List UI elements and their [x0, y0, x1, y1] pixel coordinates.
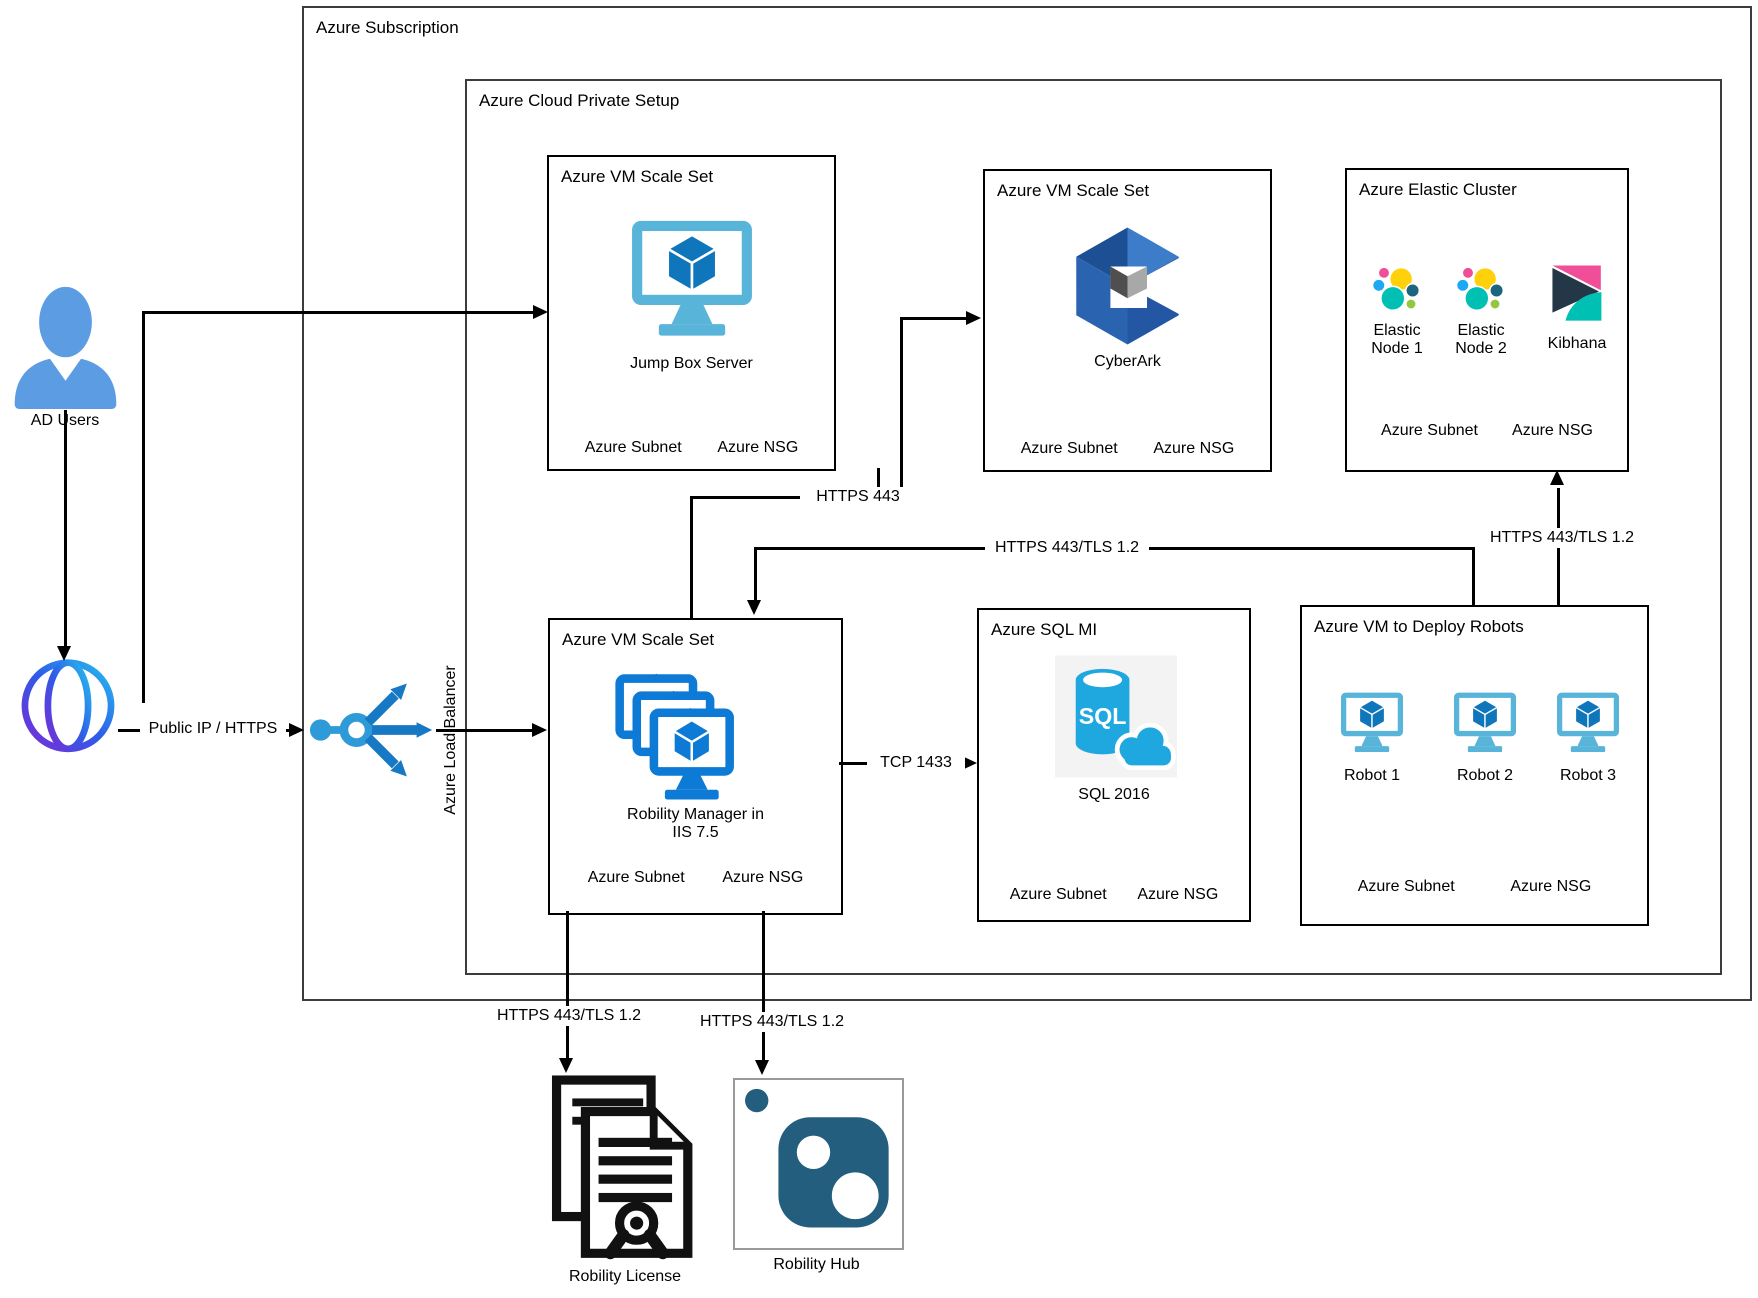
elastic-node2-label: Elastic Node 2: [1455, 322, 1507, 358]
robots-vm-box: Azure VM to Deploy Robots: [1300, 605, 1649, 926]
internet-globe-icon: [21, 659, 115, 753]
connector-robility-cyberark-h1: [690, 496, 903, 499]
jumpbox-subnet-label: Azure Subnet: [584, 439, 682, 456]
connector-robility-cyberark-v2: [900, 318, 903, 499]
robot1-vm-icon: [1340, 692, 1404, 753]
elastic-box-title: Azure Elastic Cluster: [1359, 180, 1517, 199]
elastic-subnet-label: Azure Subnet: [1381, 422, 1478, 439]
jumpbox-nsg-label: Azure NSG: [717, 439, 799, 456]
elastic-node2-icon: [1455, 266, 1505, 312]
sqlmi-box-title: Azure SQL MI: [991, 620, 1098, 639]
https-tls-mid-label: HTTPS 443/TLS 1.2: [985, 538, 1149, 558]
connector-users-jumpbox-horizontal: [142, 311, 538, 314]
robility-manager-label: Robility Manager in IIS 7.5: [627, 806, 764, 842]
cyberark-label: CyberArk: [1094, 353, 1161, 370]
robility-manager-vm-scale-set-box: Azure VM Scale Set Robility Manager in I…: [548, 618, 843, 915]
connector-lb-robility: [436, 729, 536, 732]
cyberark-box-title: Azure VM Scale Set: [997, 181, 1150, 200]
arrowhead-into-elastic: [1550, 470, 1564, 485]
connector-adusers-globe: [64, 410, 67, 646]
cyberark-vm-scale-set-box: Azure VM Scale Set CyberArk Azure Subnet…: [983, 169, 1272, 472]
robility-hub-frame: [733, 1078, 904, 1250]
sql-database-icon: SQL: [1055, 655, 1177, 778]
robility-subnet-label: Azure Subnet: [587, 869, 685, 886]
robility-license-label: Robility License: [568, 1268, 682, 1285]
cyberark-icon: [1076, 227, 1182, 345]
kibana-icon: [1552, 265, 1602, 321]
arrowhead-adusers-globe: [57, 646, 71, 661]
vm-monitor-icon: [632, 220, 752, 336]
connector-robots-robility-vright: [1472, 547, 1475, 607]
https-tls-license-label: HTTPS 443/TLS 1.2: [485, 1006, 653, 1026]
connector-robility-cyberark-h2: [900, 317, 970, 320]
arrowhead-into-jumpbox: [533, 305, 548, 319]
sqlmi-nsg-label: Azure NSG: [1137, 886, 1219, 903]
kibana-label: Kibhana: [1547, 335, 1607, 352]
https-443-label: HTTPS 443: [800, 487, 916, 507]
azure-cloud-private-setup-box: Azure Cloud Private Setup: [465, 79, 1722, 975]
elastic-node1-label: Elastic Node 1: [1371, 322, 1423, 358]
https-tls-elastic-label: HTTPS 443/TLS 1.2: [1480, 528, 1644, 548]
cyberark-subnet-label: Azure Subnet: [1020, 440, 1118, 457]
connector-robots-robility-vleft: [754, 547, 757, 603]
arrowhead-into-sql: [962, 756, 977, 770]
jumpbox-box-title: Azure VM Scale Set: [561, 167, 714, 186]
robot2-label: Robot 2: [1456, 767, 1514, 784]
robot3-label: Robot 3: [1559, 767, 1617, 784]
robots-subnet-label: Azure Subnet: [1357, 878, 1455, 895]
arrowhead-into-hub: [755, 1060, 769, 1075]
connector-robility-hub: [762, 911, 765, 1062]
robot3-vm-icon: [1556, 692, 1620, 753]
arrowhead-into-robility-top: [747, 600, 761, 615]
cyberark-nsg-label: Azure NSG: [1153, 440, 1235, 457]
azure-cloud-private-setup-title: Azure Cloud Private Setup: [479, 91, 680, 110]
svg-text:SQL: SQL: [1079, 703, 1127, 729]
elastic-nsg-label: Azure NSG: [1512, 422, 1593, 439]
azure-subscription-title: Azure Subscription: [316, 18, 459, 37]
robility-license-icon: [551, 1075, 693, 1260]
vm-scale-set-icon: [615, 673, 734, 800]
connector-cyberark-stub: [877, 468, 880, 498]
tcp-1433-label: TCP 1433: [867, 753, 965, 773]
jumpbox-vm-scale-set-box: Azure VM Scale Set Jump Box Server Azure…: [547, 155, 836, 471]
sql-mi-box: Azure SQL MI SQL SQL 2016 Azure Su: [977, 608, 1251, 922]
connector-robility-license: [566, 911, 569, 1060]
ad-users-icon: [14, 286, 117, 410]
robility-box-title: Azure VM Scale Set: [562, 630, 715, 649]
load-balancer-label: Azure Load Balancer: [442, 665, 459, 815]
arrowhead-into-cyberark: [966, 311, 981, 325]
robot2-vm-icon: [1453, 692, 1517, 753]
arrowhead-into-license: [559, 1058, 573, 1073]
connector-users-jumpbox-vertical: [142, 311, 145, 703]
robot1-label: Robot 1: [1343, 767, 1401, 784]
load-balancer-icon: [309, 683, 433, 777]
connector-robility-cyberark-v1: [690, 497, 693, 620]
elastic-cluster-box: Azure Elastic Cluster: [1345, 168, 1629, 472]
arrowhead-into-lb: [289, 723, 304, 737]
https-tls-hub-label: HTTPS 443/TLS 1.2: [688, 1012, 856, 1032]
azure-subscription-box: Azure Subscription: [302, 6, 1752, 1001]
robility-hub-icon: [745, 1088, 889, 1228]
public-ip-label: Public IP / HTTPS: [140, 719, 286, 739]
sqlmi-subnet-label: Azure Subnet: [1009, 886, 1107, 903]
jumpbox-label: Jump Box Server: [630, 355, 753, 372]
robility-nsg-label: Azure NSG: [722, 869, 804, 886]
elastic-node1-icon: [1371, 266, 1421, 312]
robots-box-title: Azure VM to Deploy Robots: [1314, 617, 1524, 636]
robots-nsg-label: Azure NSG: [1510, 878, 1592, 895]
sql2016-label: SQL 2016: [1078, 786, 1150, 803]
arrowhead-into-robility: [532, 723, 547, 737]
robility-hub-label: Robility Hub: [773, 1256, 860, 1273]
